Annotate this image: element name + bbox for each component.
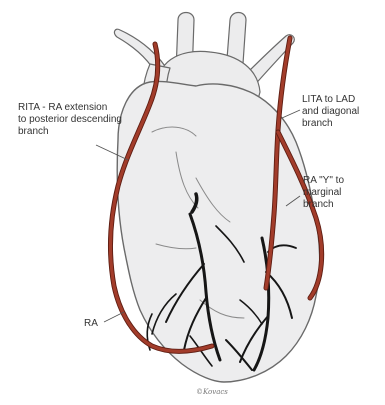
rita-ra-label-line2: to posterior descending — [18, 114, 122, 126]
artist-signature: ©Kovacs — [196, 388, 228, 396]
lita-label-line2: and diagonal — [302, 106, 359, 118]
lita-label-line1: LITA to LAD — [302, 94, 359, 106]
rita-ra-label: RITA - RA extension to posterior descend… — [18, 102, 122, 138]
ra-y-label: RA "Y" to marginal branch — [303, 175, 344, 211]
rita-ra-label-line3: branch — [18, 126, 122, 138]
ra-y-label-line3: branch — [303, 199, 344, 211]
ra-y-label-line1: RA "Y" to — [303, 175, 344, 187]
lita-label-line3: branch — [302, 118, 359, 130]
ra-label: RA — [84, 318, 98, 330]
ra-y-label-line2: marginal — [303, 187, 344, 199]
rita-ra-label-line1: RITA - RA extension — [18, 102, 122, 114]
lita-label: LITA to LAD and diagonal branch — [302, 94, 359, 130]
